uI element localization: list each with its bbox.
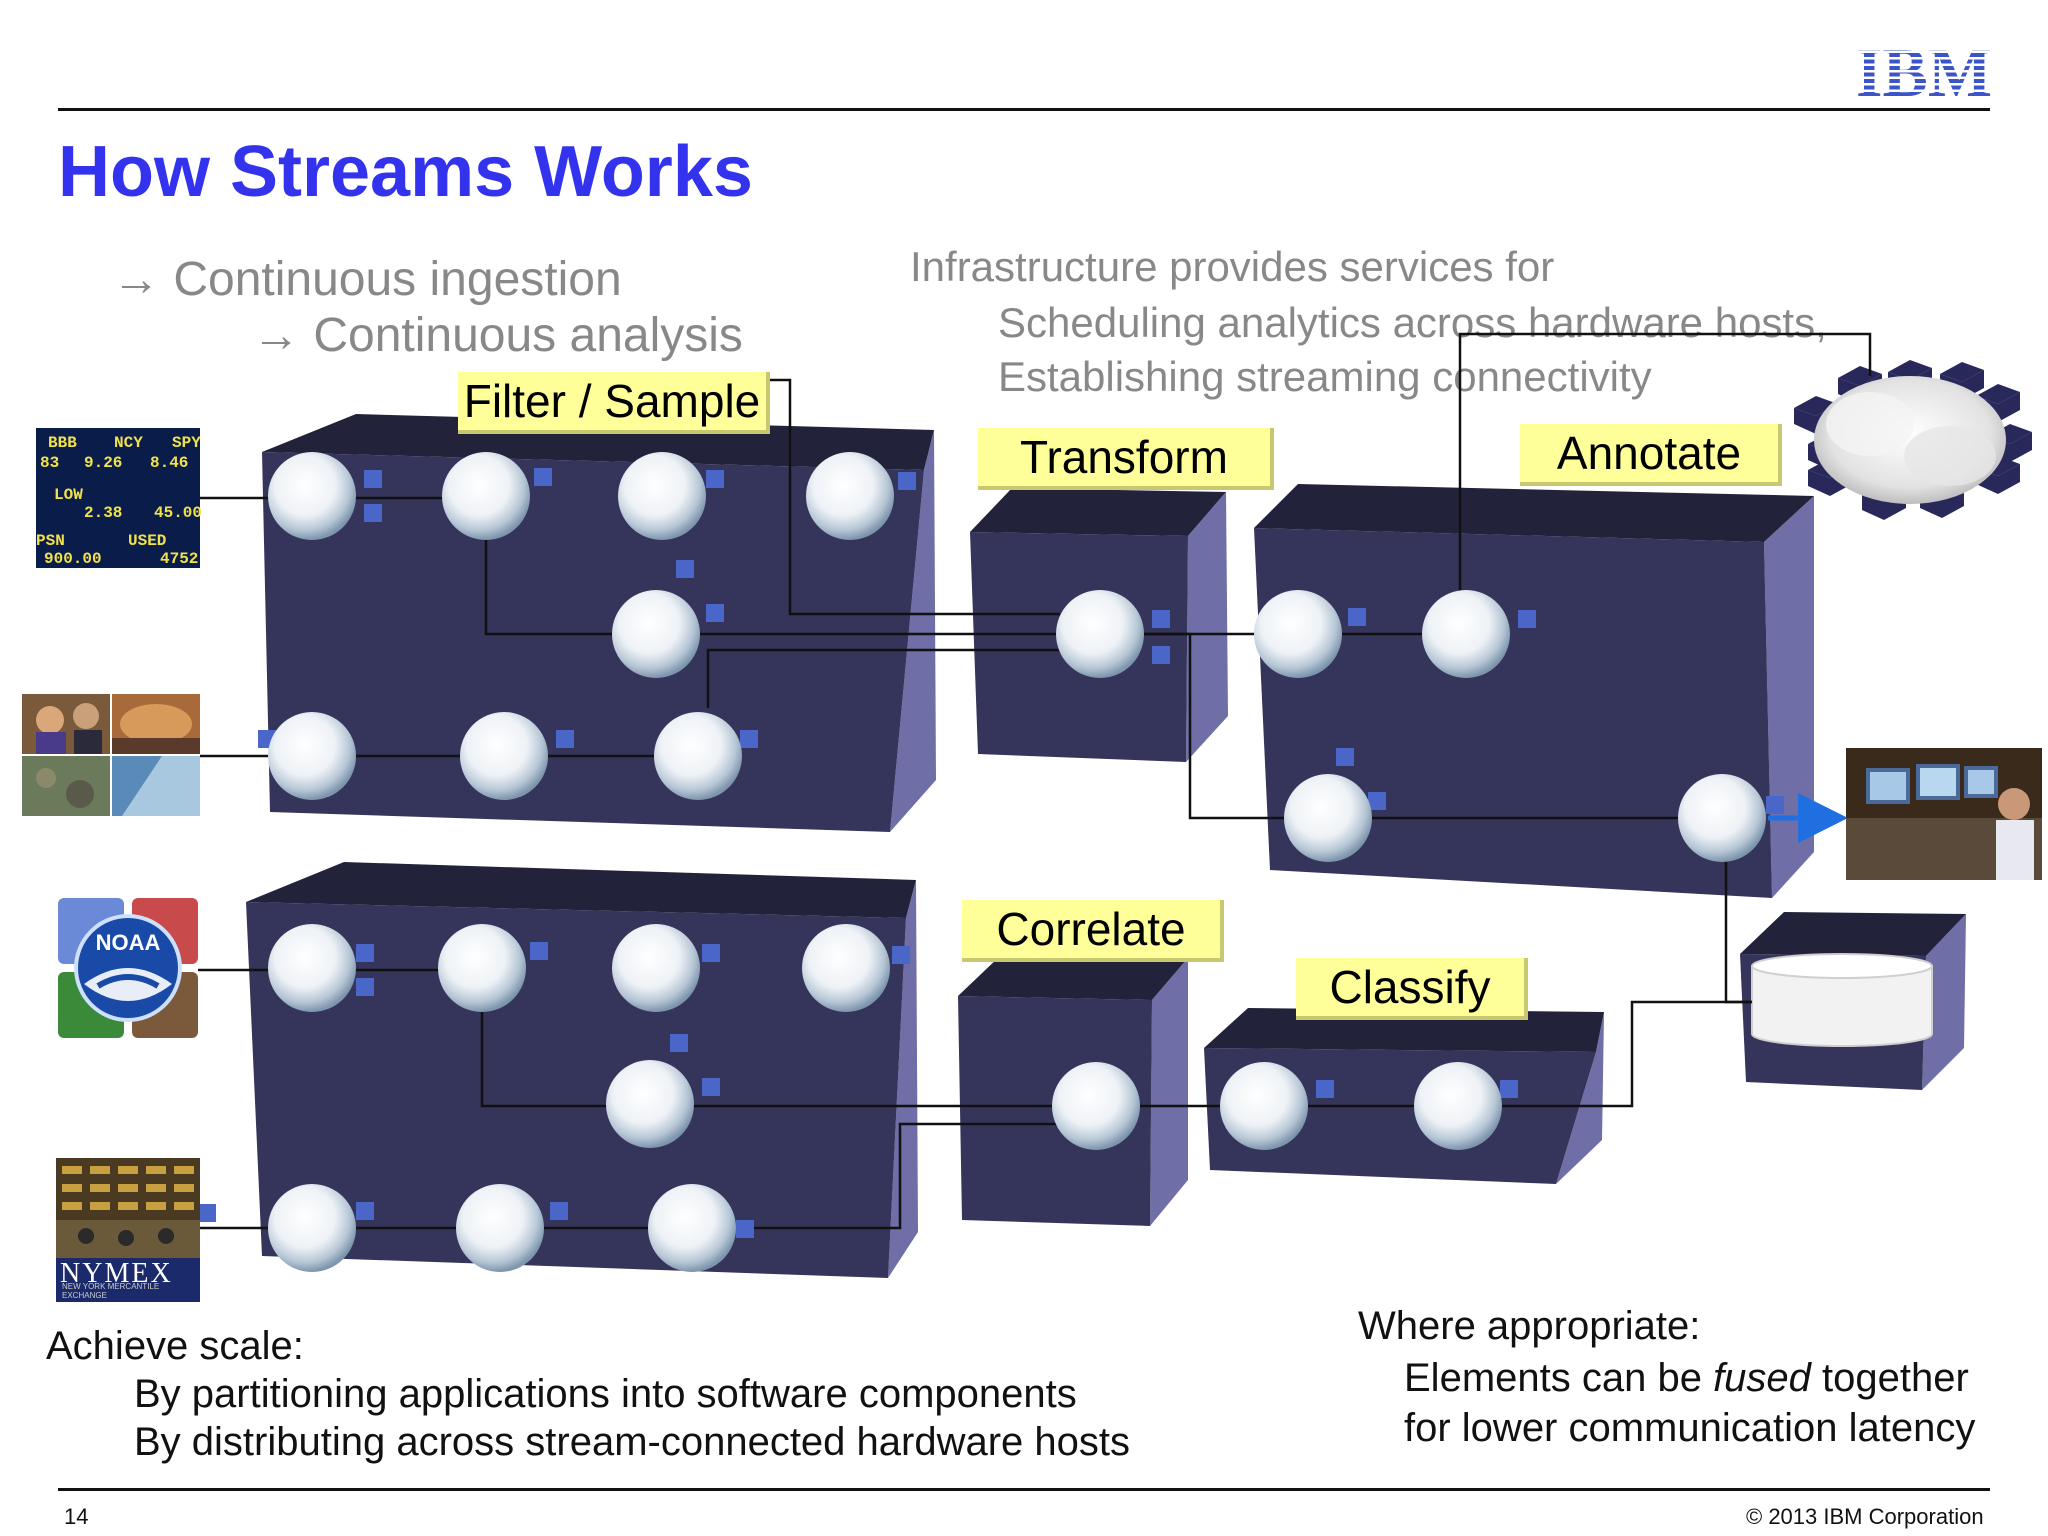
arrow-right-icon: → [252,309,300,362]
sphere-node [268,924,356,1012]
arrow-right-icon: → [112,253,160,306]
header-rule [58,108,1990,111]
operators-workstation-image [1846,748,2042,880]
sphere-node [648,1184,736,1272]
sphere-node [606,1060,694,1148]
sphere-node [802,924,890,1012]
sphere-node [460,712,548,800]
sphere-node [1284,774,1372,862]
page-number: 14 [64,1504,89,1529]
nymex-subtitle: NEW YORK MERCANTILE EXCHANGE [62,1282,160,1300]
scale-heading: Achieve scale: [46,1324,304,1368]
copyright: © 2013 IBM Corporation [1746,1504,1984,1529]
nymex-banner [56,1258,200,1302]
sphere-node [1220,1062,1308,1150]
noaa-logo-icon: NOAA [58,898,198,1038]
nymex-wordmark: NYMEX [60,1258,173,1289]
noaa-weather-image: NOAA [58,898,198,1038]
sphere-node [1414,1062,1502,1150]
scale-item-2: By distributing across stream-connected … [134,1420,1131,1464]
photo-collage-icon [22,694,200,816]
sphere-node [438,924,526,1012]
intro-line-2: → Continuous analysis [252,309,743,362]
cloud-cubes-icon [1794,360,2032,520]
sphere-node [268,712,356,800]
database-cylinder-icon [1751,953,1933,1047]
sphere-node [442,452,530,540]
sphere-node [654,712,742,800]
intro-line-1: → Continuous ingestion [112,253,622,306]
connection-line [706,648,1060,708]
stage-label-annotate: Annotate [1520,424,1782,486]
connection-line [1500,1000,1752,1108]
host-box-correlate [958,956,1188,1226]
connection-line [734,1122,1060,1230]
stock-ticker-image: BBB NCY SPY 83 9.26 8.46 LOW 2.38 45.00 … [36,428,202,568]
trading-floor-icon [56,1158,200,1258]
footer-rule [58,1488,1990,1491]
sphere-node [1254,590,1342,678]
connection-line [1458,332,1872,630]
news-photos-image [22,694,200,816]
scale-item-1: By partitioning applications into softwa… [134,1372,1077,1416]
svg-text:NOAA: NOAA [96,930,161,955]
host-box-lower [246,862,918,1278]
stage-label-classify: Classify [1296,958,1528,1020]
fusion-line-2: for lower communication latency [1404,1406,1976,1450]
stage-label-filter: Filter / Sample [458,372,770,434]
sphere-node [456,1184,544,1272]
infrastructure-item-1: Scheduling analytics across hardware hos… [998,299,1827,346]
sphere-node [1678,774,1766,862]
sphere-node [612,590,700,678]
connection-line [770,378,1060,616]
connection-line [1140,632,1330,820]
stage-label-transform: Transform [978,428,1274,490]
sphere-node [612,924,700,1012]
fusion-heading: Where appropriate: [1358,1304,1701,1348]
sphere-node [618,452,706,540]
sphere-node [806,452,894,540]
sphere-node [1422,590,1510,678]
fusion-line-1: Elements can be fused together [1404,1356,1969,1400]
sphere-node [1056,590,1144,678]
infrastructure-heading: Infrastructure provides services for [910,243,1555,290]
slide-title: How Streams Works [58,132,753,212]
connection-line [484,540,656,636]
sphere-node [268,452,356,540]
sphere-node [1052,1062,1140,1150]
monitor-operator-icon [1846,748,2042,880]
nymex-exchange-image: NYMEX NEW YORK MERCANTILE EXCHANGE [56,1158,200,1302]
host-box-filter [262,414,936,832]
sphere-node [268,1184,356,1272]
stage-label-correlate: Correlate [962,900,1224,962]
processing-elements [268,452,1766,1272]
infrastructure-item-2: Establishing streaming connectivity [998,353,1652,400]
connection-line [480,1012,650,1108]
